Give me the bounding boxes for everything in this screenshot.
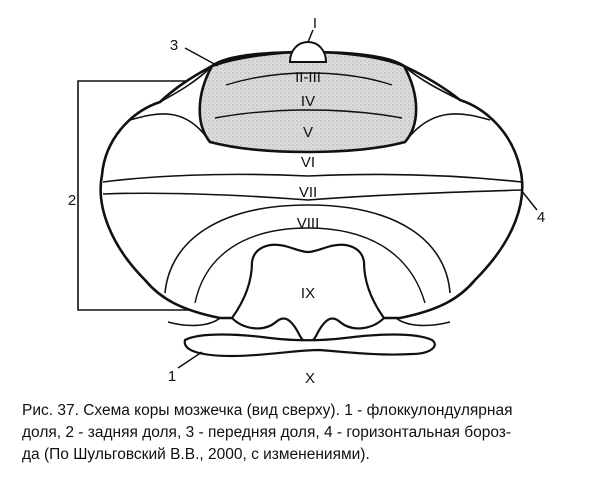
caption-line-3: да (По Шульговский В.В., 2000, с изменен… (22, 446, 370, 463)
label-lobule-x: X (305, 370, 315, 387)
label-lobule-vii: VII (299, 184, 317, 201)
horizontal-fissure (102, 189, 522, 201)
band-right-lower (404, 113, 491, 143)
label-lobule-iv: IV (301, 93, 315, 110)
ix-flap-left (167, 317, 221, 327)
band-right-upper (403, 65, 461, 101)
ix-flap-right (395, 317, 451, 327)
fissure-iv-v (214, 109, 403, 119)
lobule-i (288, 40, 328, 63)
pointer-number-3: 3 (170, 37, 178, 54)
pointer-line-3 (184, 47, 219, 67)
pointer-line-i (307, 29, 314, 43)
label-lobule-v: V (303, 124, 313, 141)
label-lobule-vi: VI (301, 154, 315, 171)
caption-line-1: Рис. 37. Схема коры мозжечка (вид сверху… (22, 402, 513, 419)
label-lobule-viii: VIII (297, 215, 320, 232)
lobule-ix (230, 243, 386, 344)
band-left-lower (129, 113, 211, 143)
lobule-viii-inner-arc (194, 227, 426, 304)
pointer-number-1: 1 (168, 368, 176, 385)
lobule-viii-arc (164, 204, 451, 294)
figure-caption: Рис. 37. Схема коры мозжечка (вид сверху… (22, 400, 607, 466)
label-lobule-ii-iii: II-III (295, 69, 321, 86)
cerebellum-diagram: I II-III IV V VI VII VIII IX X 3 2 4 1 (68, 15, 545, 387)
band-left-upper (159, 65, 213, 103)
pointer-number-2: 2 (68, 192, 76, 209)
fissure-ii-iv (225, 72, 393, 86)
lobule-x (183, 333, 436, 358)
label-lobule-i: I (313, 15, 317, 32)
fissure-vi-vii (102, 173, 523, 183)
posterior-lobe-bracket (77, 80, 190, 311)
pointer-number-4: 4 (537, 209, 545, 226)
label-lobule-ix: IX (301, 285, 315, 302)
pointer-line-1 (177, 351, 203, 369)
caption-line-2: доля, 2 - задняя доля, 3 - передняя доля… (22, 424, 512, 441)
pointer-line-4 (520, 189, 538, 211)
